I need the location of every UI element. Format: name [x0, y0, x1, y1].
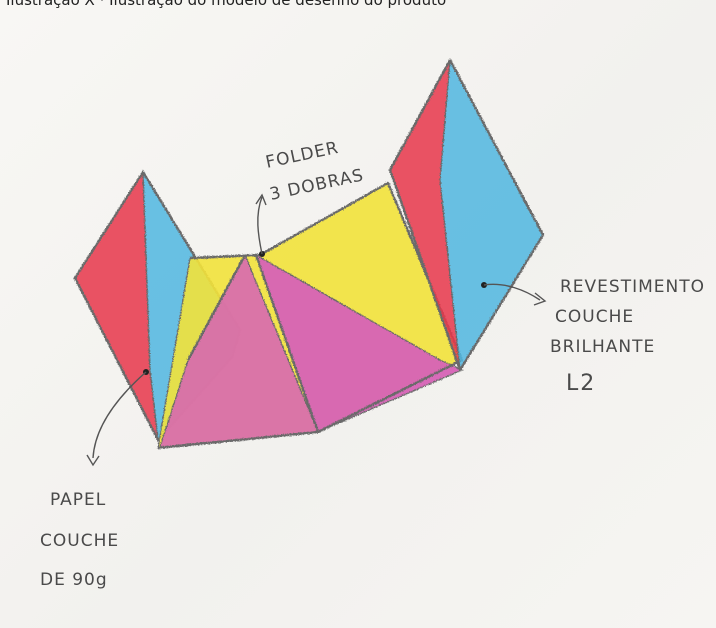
label-revestimento: REVESTIMENTO COUCHE BRILHANTE L2: [550, 277, 705, 396]
folder-arrow: [258, 197, 262, 254]
revestimento-text-1: REVESTIMENTO: [560, 277, 705, 297]
label-folder: FOLDER 3 DOBRAS: [264, 138, 366, 205]
revestimento-text-3: BRILHANTE: [550, 337, 655, 357]
folder-text-1: FOLDER: [264, 138, 341, 173]
right-blue-triangle: [440, 60, 543, 370]
folder-text-2: 3 DOBRAS: [268, 165, 366, 205]
papel-text-3: DE 90g: [40, 570, 108, 590]
revestimento-text-2: COUCHE: [555, 307, 634, 327]
papel-text-2: COUCHE: [40, 531, 119, 551]
revestimento-text-4: L2: [566, 371, 596, 396]
label-papel: PAPEL COUCHE DE 90g: [40, 490, 119, 590]
papel-text-1: PAPEL: [50, 490, 106, 510]
